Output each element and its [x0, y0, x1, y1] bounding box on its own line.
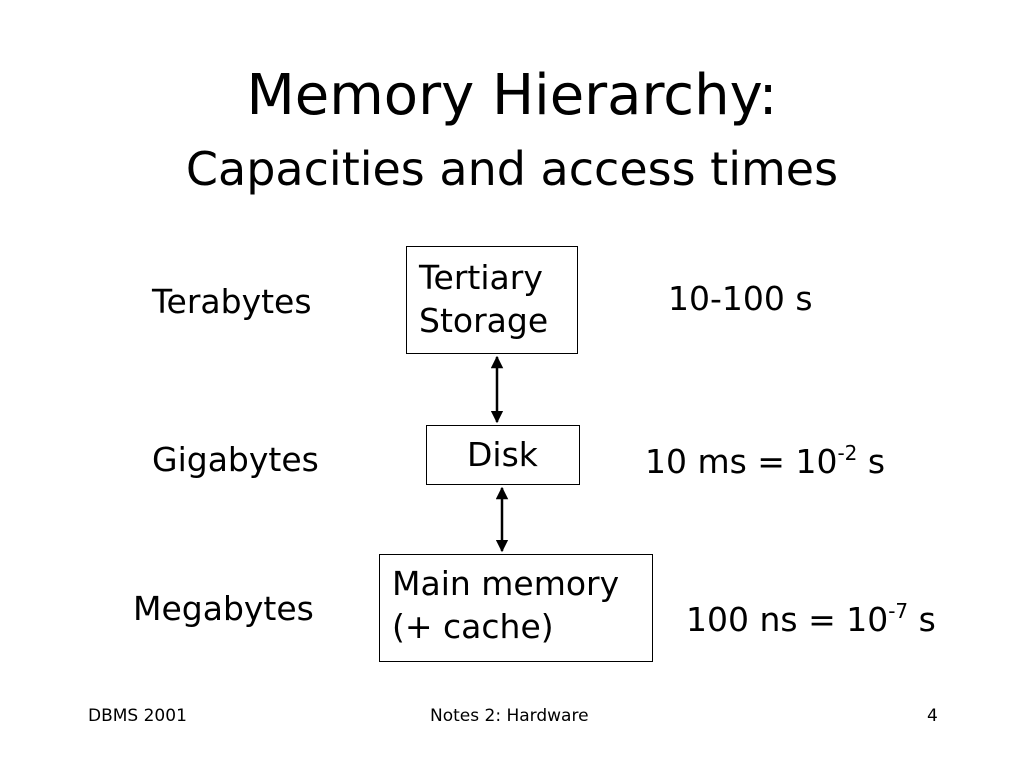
slide-title: Memory Hierarchy:	[246, 63, 778, 128]
disk-label: Disk	[467, 435, 538, 474]
capacity-gigabytes: Gigabytes	[152, 440, 319, 479]
access-time-main-unit: s	[918, 600, 936, 639]
main-memory-line-2: (+ cache)	[392, 606, 554, 646]
access-time-main-exponent: -7	[888, 599, 909, 623]
capacity-megabytes: Megabytes	[133, 589, 314, 628]
footer-center: Notes 2: Hardware	[430, 706, 589, 726]
access-time-main-main: 100 ns = 10	[686, 600, 889, 639]
access-time-disk-main: 10 ms = 10	[645, 442, 838, 481]
access-time-tertiary: 10-100 s	[668, 279, 813, 318]
tertiary-storage-box: Tertiary Storage	[406, 246, 578, 354]
slide-subtitle: Capacities and access times	[185, 142, 839, 196]
main-memory-line-1: Main memory	[392, 564, 620, 603]
tertiary-storage-line-2: Storage	[419, 300, 549, 340]
access-time-disk-unit: s	[867, 442, 886, 481]
capacity-terabytes: Terabytes	[152, 282, 312, 321]
access-time-main-memory: 100 ns = 10-7 s	[686, 600, 936, 639]
access-time-disk-exponent: -2	[837, 441, 858, 465]
access-time-disk: 10 ms = 10-2 s	[645, 442, 886, 481]
tertiary-storage-line-1: Tertiary	[419, 258, 543, 297]
footer-left: DBMS 2001	[88, 706, 187, 726]
page-number: 4	[927, 706, 938, 726]
main-memory-box: Main memory (+ cache)	[379, 554, 653, 662]
disk-box: Disk	[426, 425, 580, 485]
